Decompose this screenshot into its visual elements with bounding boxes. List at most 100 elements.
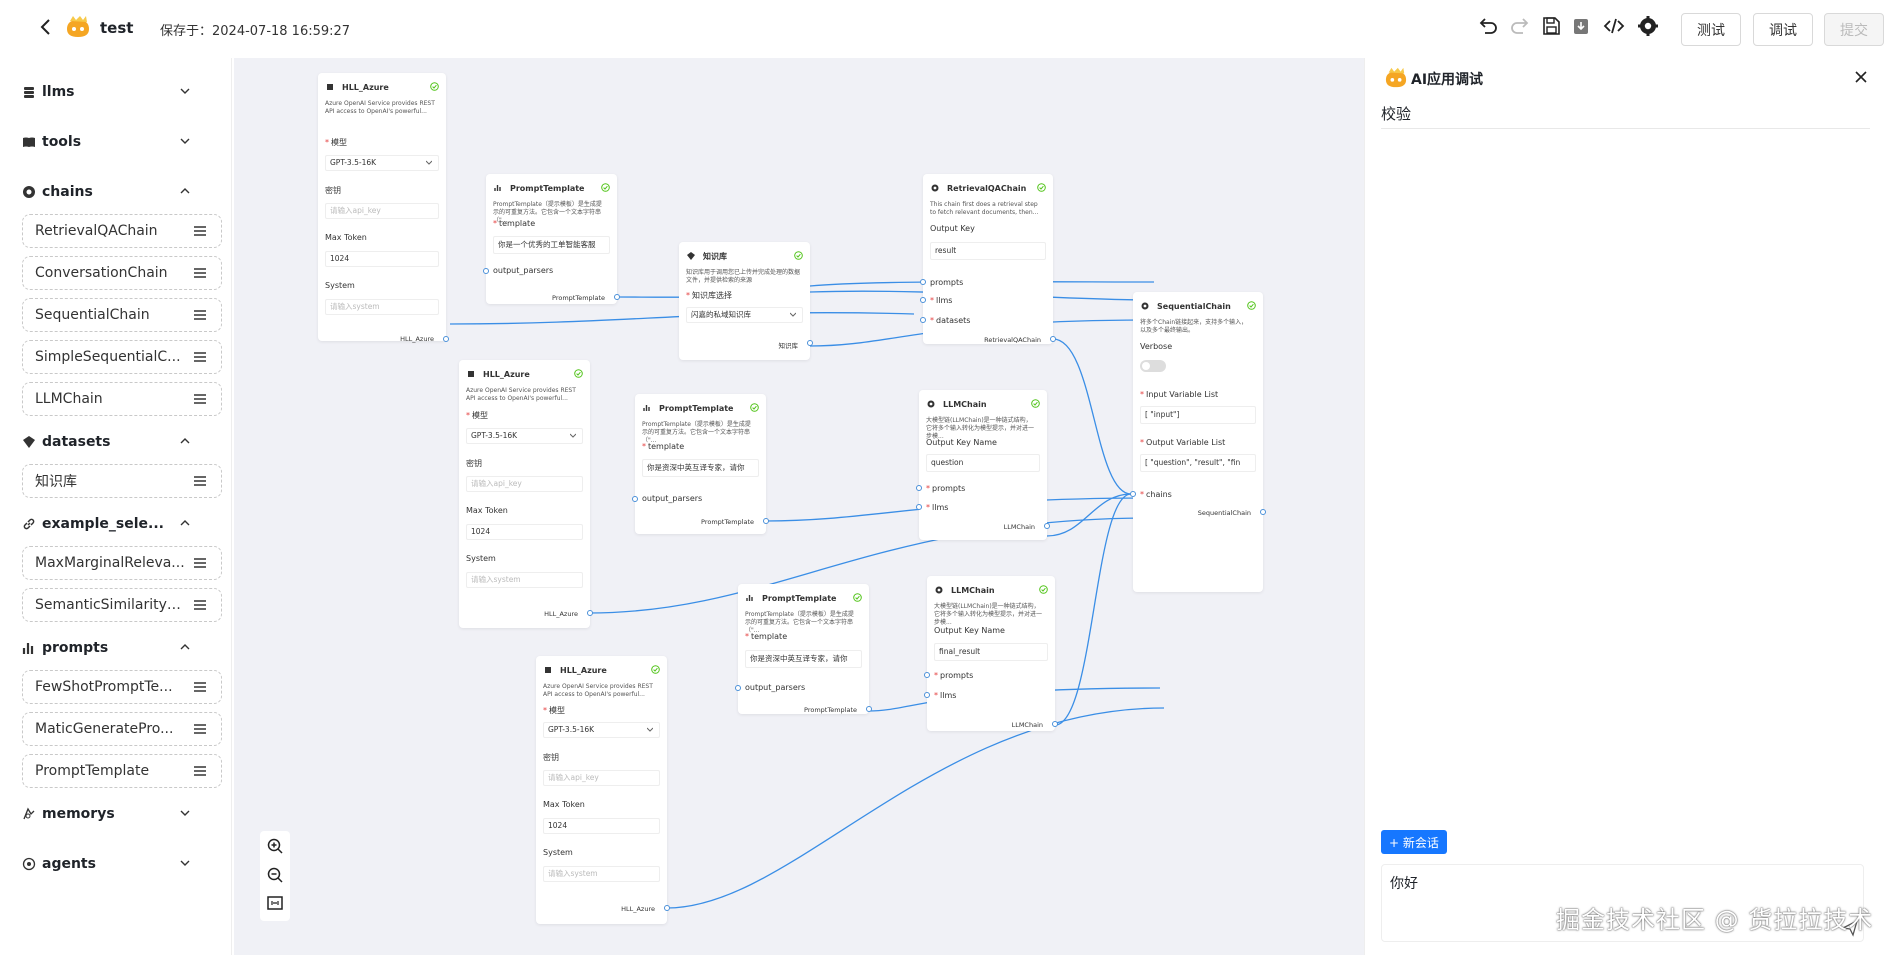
node-retrieval-qa-chain[interactable]: RetrievalQAChain This chain first does a…: [920, 174, 1056, 344]
drag-handle-icon[interactable]: [193, 599, 207, 611]
chevron-up-icon[interactable]: [178, 434, 192, 448]
drag-handle-icon[interactable]: [193, 309, 207, 321]
zoom-out-icon[interactable]: [266, 866, 284, 884]
code-icon[interactable]: [1603, 15, 1625, 37]
sidebar-item[interactable]: MaxMarginalReleva...: [22, 546, 222, 580]
sidebar-category-example_sele[interactable]: example_sele...: [22, 512, 192, 536]
drag-handle-icon[interactable]: [193, 225, 207, 237]
fit-view-icon[interactable]: [266, 894, 284, 912]
node-prompt-template[interactable]: PromptTemplate PromptTemplate（提示模板）是生成提示…: [632, 394, 769, 534]
api-key-input[interactable]: 请输入api_key: [325, 203, 439, 219]
output-key-name-input[interactable]: question: [926, 454, 1040, 472]
close-icon[interactable]: [1854, 70, 1868, 84]
sidebar-category-prompts[interactable]: prompts: [22, 636, 192, 660]
input-handle-llms[interactable]: [916, 504, 922, 510]
system-input[interactable]: 请输入system: [543, 866, 660, 882]
output-handle[interactable]: [1260, 509, 1266, 515]
chevron-up-icon[interactable]: [178, 516, 192, 530]
input-handle-chains[interactable]: [1130, 491, 1136, 497]
sidebar-category-memorys[interactable]: memorys: [22, 802, 192, 826]
model-select[interactable]: GPT-3.5-16K: [466, 428, 583, 444]
drag-handle-icon[interactable]: [193, 557, 207, 569]
sidebar-item[interactable]: SemanticSimilarityE...: [22, 588, 222, 622]
verbose-toggle[interactable]: [1140, 360, 1166, 372]
settings-gear-icon[interactable]: [1637, 15, 1659, 37]
undo-icon[interactable]: [1477, 15, 1499, 37]
sidebar-item[interactable]: MaticGeneratePro...: [22, 712, 222, 746]
save-icon[interactable]: [1540, 15, 1562, 37]
api-key-input[interactable]: 请输入api_key: [466, 476, 583, 492]
sidebar-category-chains[interactable]: chains: [22, 180, 192, 204]
chevron-up-icon[interactable]: [178, 640, 192, 654]
sidebar-category-datasets[interactable]: datasets: [22, 430, 192, 454]
drag-handle-icon[interactable]: [193, 681, 207, 693]
input-handle[interactable]: [483, 268, 489, 274]
test-button[interactable]: 测试: [1681, 13, 1741, 46]
sidebar-item[interactable]: ConversationChain: [22, 256, 222, 290]
chevron-up-icon[interactable]: [178, 184, 192, 198]
back-arrow-icon[interactable]: [36, 17, 56, 37]
chevron-down-icon[interactable]: [178, 134, 192, 148]
debug-button[interactable]: 调试: [1753, 13, 1813, 46]
max-token-input[interactable]: 1024: [466, 524, 583, 540]
node-sequential-chain[interactable]: SequentialChain 将多个Chain链接起来，支持多个输入，以及多个…: [1130, 292, 1266, 592]
output-handle[interactable]: [1052, 721, 1058, 727]
output-handle[interactable]: [1050, 336, 1056, 342]
output-handle[interactable]: [807, 340, 813, 346]
input-handle[interactable]: [632, 496, 638, 502]
chevron-down-icon[interactable]: [178, 856, 192, 870]
max-token-input[interactable]: 1024: [325, 251, 439, 267]
sidebar-item[interactable]: SimpleSequentialC...: [22, 340, 222, 374]
node-knowledge-base[interactable]: 知识库 知识库用于调用您已上传并完成处理的数据文件，并提供检索的来源 *知识库选…: [679, 242, 813, 360]
sidebar-item[interactable]: RetrievalQAChain: [22, 214, 222, 248]
drag-handle-icon[interactable]: [193, 765, 207, 777]
output-handle[interactable]: [866, 706, 872, 712]
input-handle-llms[interactable]: [920, 297, 926, 303]
input-handle-prompts[interactable]: [916, 485, 922, 491]
sidebar-item[interactable]: SequentialChain: [22, 298, 222, 332]
sidebar-category-agents[interactable]: agents: [22, 852, 192, 876]
chevron-down-icon[interactable]: [178, 806, 192, 820]
drag-handle-icon[interactable]: [193, 723, 207, 735]
node-hll-azure[interactable]: HLL_Azure Azure OpenAI Service provides …: [318, 73, 449, 343]
template-input[interactable]: 你是资深中英互译专家，请你: [745, 650, 862, 668]
output-handle[interactable]: [1044, 523, 1050, 529]
template-input[interactable]: 你是资深中英互译专家，请你: [642, 459, 759, 477]
sidebar-item[interactable]: FewShotPromptTe...: [22, 670, 222, 704]
sidebar-category-llms[interactable]: llms: [22, 80, 192, 104]
output-key-name-input[interactable]: final_result: [934, 643, 1048, 661]
sidebar-item[interactable]: PromptTemplate: [22, 754, 222, 788]
output-key-input[interactable]: result: [930, 242, 1046, 260]
api-key-input[interactable]: 请输入api_key: [543, 770, 660, 786]
sidebar-item[interactable]: LLMChain: [22, 382, 222, 416]
drag-handle-icon[interactable]: [193, 267, 207, 279]
system-input[interactable]: 请输入system: [325, 299, 439, 315]
drag-handle-icon[interactable]: [193, 393, 207, 405]
chevron-down-icon[interactable]: [178, 84, 192, 98]
send-icon[interactable]: [1841, 919, 1859, 937]
model-select[interactable]: GPT-3.5-16K: [325, 155, 439, 171]
kb-select[interactable]: 闪嘉的私域知识库: [686, 307, 803, 323]
output-handle[interactable]: [614, 294, 620, 300]
input-handle[interactable]: [735, 685, 741, 691]
max-token-input[interactable]: 1024: [543, 818, 660, 834]
template-input[interactable]: 你是一个优秀的工单智能客服: [493, 236, 610, 254]
model-select[interactable]: GPT-3.5-16K: [543, 722, 660, 738]
output-handle[interactable]: [763, 518, 769, 524]
import-icon[interactable]: [1570, 15, 1592, 37]
input-handle-datasets[interactable]: [920, 317, 926, 323]
sidebar-category-tools[interactable]: tools: [22, 130, 192, 154]
node-llm-chain[interactable]: LLMChain 大模型链(LLMChain)是一种链式结构，它将多个输入转化为…: [924, 576, 1058, 731]
chat-input[interactable]: 你好: [1381, 864, 1864, 942]
input-handle-prompts[interactable]: [920, 279, 926, 285]
zoom-in-icon[interactable]: [266, 837, 284, 855]
node-llm-chain[interactable]: LLMChain 大模型链(LLMChain)是一种链式结构，它将多个输入转化为…: [916, 390, 1050, 540]
drag-handle-icon[interactable]: [193, 475, 207, 487]
output-variable-list-input[interactable]: [ "question", "result", "fin: [1140, 454, 1256, 472]
sidebar-item[interactable]: 知识库: [22, 464, 222, 498]
redo-icon[interactable]: [1509, 15, 1531, 37]
node-prompt-template[interactable]: PromptTemplate PromptTemplate（提示模板）是生成提示…: [735, 584, 872, 714]
node-hll-azure[interactable]: HLL_Azure Azure OpenAI Service provides …: [536, 656, 670, 924]
node-hll-azure[interactable]: HLL_Azure Azure OpenAI Service provides …: [459, 360, 593, 628]
drag-handle-icon[interactable]: [193, 351, 207, 363]
